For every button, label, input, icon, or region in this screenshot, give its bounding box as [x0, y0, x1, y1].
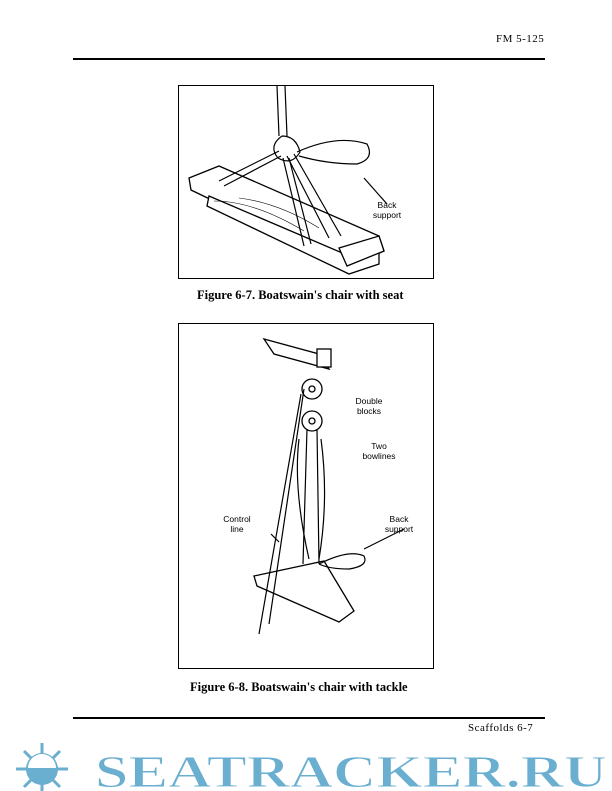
boatswain-chair-tackle-illustration	[253, 337, 405, 635]
sun-logo-icon	[16, 743, 68, 791]
label-back-support: Back support	[372, 200, 402, 220]
figure-6-8: Double blocks Two bowlines Control line …	[178, 323, 434, 669]
document-id: FM 5-125	[496, 33, 545, 45]
seatracker-watermark: SEATRACKER.RU	[16, 743, 608, 791]
watermark-text: SEATRACKER.RU	[95, 746, 607, 791]
header-rule	[73, 58, 545, 60]
page-footer: Scaffolds 6-7	[468, 722, 534, 734]
label-back-support: Back support	[384, 514, 414, 534]
boatswain-chair-seat-illustration	[188, 85, 388, 275]
footer-rule	[73, 717, 545, 719]
label-double-blocks: Double blocks	[355, 396, 383, 416]
label-control-line: Control line	[223, 514, 251, 534]
label-two-bowlines: Two bowlines	[362, 441, 396, 461]
figure-6-7: Back support	[178, 85, 434, 279]
figure-6-7-caption: Figure 6-7. Boatswain's chair with seat	[197, 288, 404, 302]
figure-6-8-caption: Figure 6-8. Boatswain's chair with tackl…	[190, 680, 408, 694]
